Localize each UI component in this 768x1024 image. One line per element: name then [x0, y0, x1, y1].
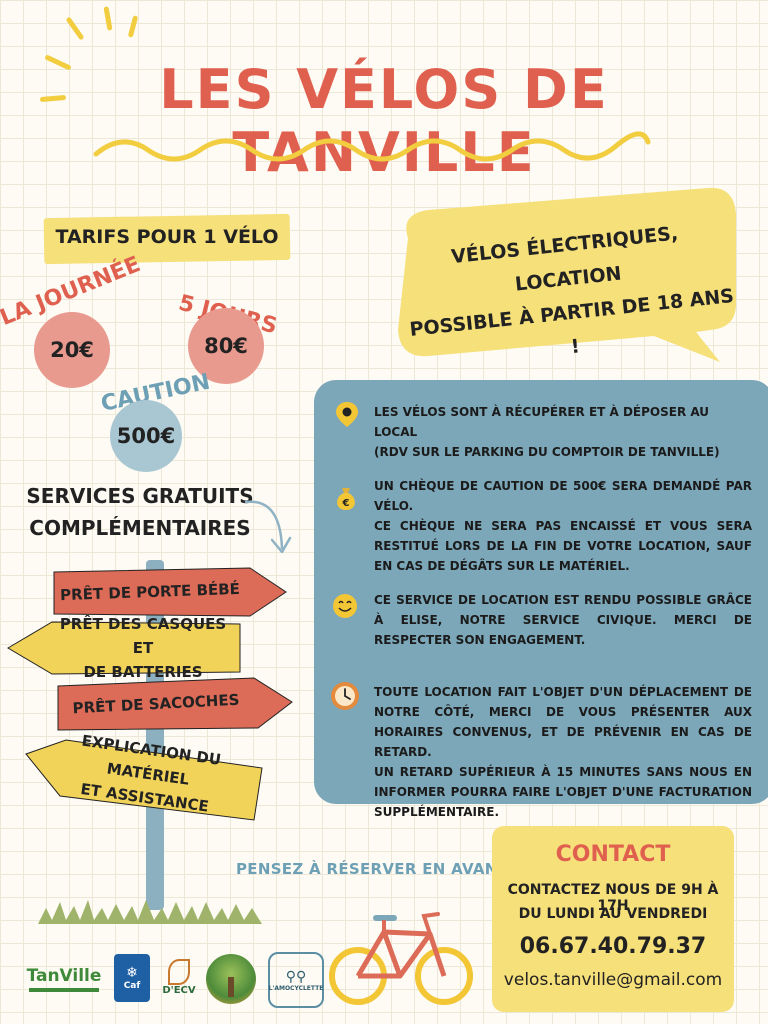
bicycle-icon: ⚲⚲	[285, 968, 307, 985]
location-pin-icon	[336, 402, 358, 427]
caf-logo: ❄ Caf	[114, 954, 150, 1002]
contact-days: DU LUNDI AU VENDREDI	[518, 906, 708, 922]
info-deposit: UN CHÈQUE DE CAUTION DE 500€ SERA DEMAND…	[374, 476, 752, 576]
wavy-underline	[93, 131, 651, 162]
tanville-logo-text: TanVille	[26, 966, 102, 986]
speech-bubble	[398, 187, 736, 362]
info-line: (RDV SUR LE PARKING DU COMPTOIR DE TANVI…	[374, 445, 720, 459]
sun-ray-decoration	[65, 16, 85, 41]
sign-shape	[53, 567, 287, 617]
bicycle-icon	[329, 912, 473, 1005]
reserve-reminder: PENSEZ À RÉSERVER EN AVANCE	[236, 860, 520, 878]
contact-email[interactable]: velos.tanville@gmail.com	[503, 970, 723, 990]
info-pickup: LES VÉLOS SONT À RÉCUPÉRER ET À DÉPOSER …	[374, 402, 752, 462]
info-line: LES VÉLOS SONT À RÉCUPÉRER ET À DÉPOSER …	[374, 405, 710, 439]
info-line: UN RETARD SUPÉRIEUR À 15 MINUTES SANS NO…	[374, 765, 752, 819]
info-service-civique: CE SERVICE DE LOCATION EST RENDU POSSIBL…	[374, 590, 752, 650]
leaf-icon	[168, 958, 190, 985]
info-delay: TOUTE LOCATION FAIT L'OBJET D'UN DÉPLACE…	[374, 682, 752, 822]
services-heading-line2: COMPLÉMENTAIRES	[29, 516, 251, 540]
info-line: TOUTE LOCATION FAIT L'OBJET D'UN DÉPLACE…	[374, 685, 752, 759]
contact-phone[interactable]: 06.67.40.79.37	[519, 934, 707, 959]
info-line: CE CHÈQUE NE SERA PAS ENCAISSÉ ET VOUS S…	[374, 519, 752, 573]
sign-label: DE BATTERIES	[83, 663, 203, 681]
grass-decoration	[38, 900, 262, 924]
sun-ray-decoration	[103, 6, 113, 31]
money-bag-icon: €	[337, 488, 355, 510]
smiley-icon	[333, 594, 357, 618]
lamocyclette-logo: ⚲⚲ L'AMOCYCLETTE	[268, 952, 324, 1008]
sign-label: PRÊT DE SACOCHES	[72, 690, 240, 718]
tree-logo	[206, 954, 256, 1004]
caf-logo-text: Caf	[123, 981, 141, 991]
sign-shape	[57, 677, 293, 731]
svg-text:€: €	[342, 498, 350, 509]
tarif-heading: TARIFS POUR 1 VÉLO	[55, 226, 279, 248]
contact-box	[492, 826, 734, 1012]
curved-arrow-icon	[244, 500, 292, 554]
sign-label: PRÊT DE PORTE BÉBÉ	[59, 579, 241, 605]
five-days-price: 80€	[188, 308, 264, 384]
sign-label: PRÊT DES CASQUES ET	[59, 615, 227, 657]
clock-icon	[331, 682, 359, 710]
lamocyclette-logo-text: L'AMOCYCLETTE	[268, 984, 324, 992]
info-panel	[314, 380, 768, 804]
sign-shape	[7, 621, 241, 675]
tanville-logo-underline	[29, 988, 99, 992]
sign-casques-batteries: PRÊT DES CASQUES ET DE BATTERIES	[48, 615, 238, 681]
services-heading-line1: SERVICES GRATUITS	[26, 484, 254, 508]
info-line: CE SERVICE DE LOCATION EST RENDU POSSIBL…	[374, 593, 752, 647]
page-title: LES VÉLOS DE TANVILLE	[159, 58, 609, 184]
snowflake-icon: ❄	[126, 965, 138, 981]
tree-icon	[228, 977, 234, 997]
tanville-logo: TanVille	[24, 956, 104, 1002]
day-price: 20€	[34, 312, 110, 388]
decv-logo-text: D'ECV	[162, 984, 196, 996]
sign-shape	[25, 739, 263, 821]
deposit-price: 500€	[110, 400, 182, 472]
sun-ray-decoration	[127, 15, 139, 38]
services-heading: SERVICES GRATUITS COMPLÉMENTAIRES	[20, 480, 260, 544]
info-line: UN CHÈQUE DE CAUTION DE 500€ SERA DEMAND…	[374, 479, 752, 513]
contact-title: CONTACT	[555, 842, 671, 867]
contact-hours: CONTACTEZ NOUS DE 9H À 17H	[507, 882, 719, 914]
decv-logo: D'ECV	[158, 952, 200, 1002]
